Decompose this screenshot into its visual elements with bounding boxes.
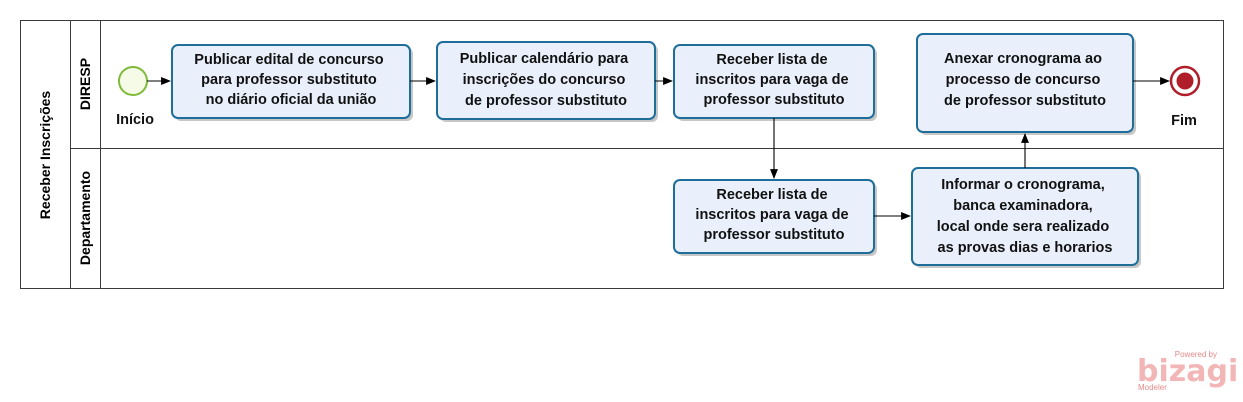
task-text: Receber lista de inscritos para vaga de … [695,187,852,243]
task-text: Publicar edital de concurso para profess… [194,52,387,108]
task-receber-lista-diresp[interactable]: Receber lista de inscritos para vaga de … [673,44,875,119]
task-informar-cronograma[interactable]: Informar o cronograma, banca examinadora… [911,167,1139,266]
end-event-label: Fim [1171,113,1197,129]
lane-label-departamento: Departamento [77,171,93,265]
task-text: Publicar calendário para inscrições do c… [460,51,632,109]
watermark-brand: bizagi [1137,354,1238,389]
task-text: Informar o cronograma, banca examinadora… [937,177,1114,256]
lane-label-diresp: DIRESP [77,58,93,110]
end-event-core-icon [1176,72,1194,90]
start-event-icon [118,66,148,96]
pool-label: Receber Inscrições [37,91,53,220]
task-publicar-edital[interactable]: Publicar edital de concurso para profess… [171,44,411,119]
watermark-product: Modeler [1138,383,1167,392]
task-receber-lista-departamento[interactable]: Receber lista de inscritos para vaga de … [673,179,875,254]
task-text: Anexar cronograma ao processo de concurs… [944,51,1106,109]
task-box [916,33,1134,133]
task-anexar-cronograma[interactable]: Anexar cronograma ao processo de concurs… [916,33,1134,133]
watermark-powered: Powered by [1175,350,1217,359]
task-publicar-calendario[interactable]: Publicar calendário para inscrições do c… [436,41,656,120]
task-text: Receber lista de inscritos para vaga de … [695,52,852,108]
start-event-label: Início [116,112,154,128]
